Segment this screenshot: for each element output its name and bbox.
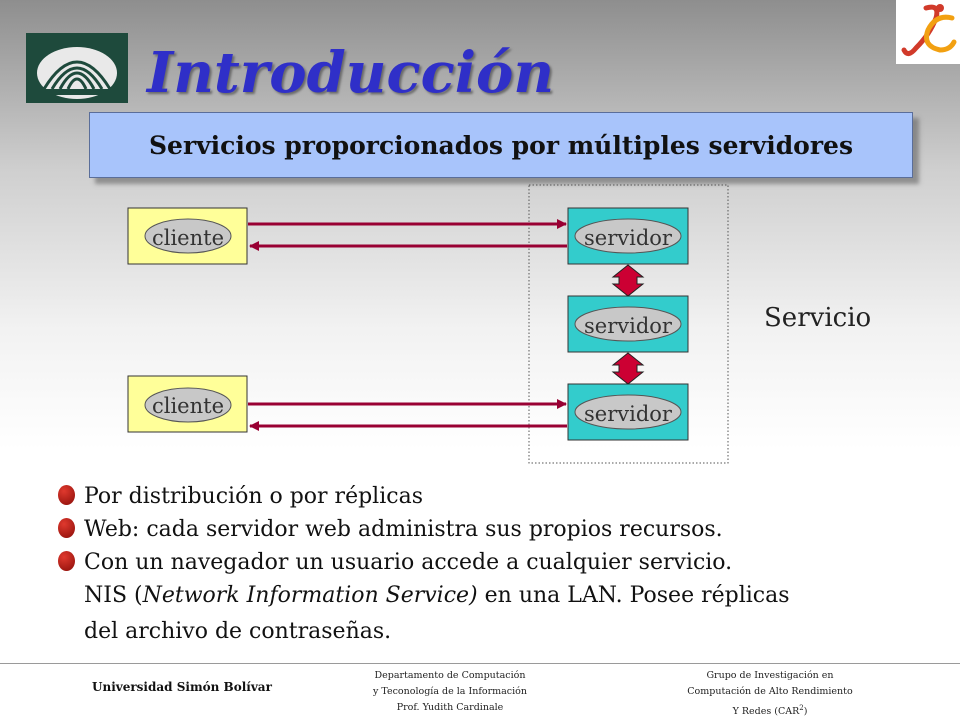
nis-suffix: en una LAN. Posee réplicas bbox=[477, 583, 790, 608]
footer-right-line: Grupo de Investigación en bbox=[706, 670, 834, 681]
usb-logo bbox=[26, 33, 128, 103]
bullet-item: Web: cada servidor web administra sus pr… bbox=[58, 513, 918, 546]
service-group-border bbox=[528, 184, 729, 464]
bullet-item: Por distribución o por réplicas bbox=[58, 480, 918, 513]
replication-arrow bbox=[611, 264, 645, 297]
footer-right-end: ) bbox=[803, 706, 808, 718]
bullet-text: Por distribución o por réplicas bbox=[84, 484, 423, 509]
server-node: servidor bbox=[567, 295, 689, 353]
bullet-item: Con un navegador un usuario accede a cua… bbox=[58, 546, 918, 579]
footer-right-line: Y Redes (CAR2) bbox=[660, 700, 880, 720]
footer-department: Departamento de Computación y Teconologí… bbox=[340, 668, 560, 716]
bullet-text: Con un navegador un usuario accede a cua… bbox=[84, 550, 733, 575]
footer-divider bbox=[0, 663, 960, 664]
nis-prefix: NIS ( bbox=[84, 583, 143, 608]
service-label: Servicio bbox=[764, 303, 872, 333]
replication-arrow bbox=[611, 352, 645, 385]
bullet-dot-icon bbox=[58, 485, 75, 505]
page-title: Introducción bbox=[147, 40, 555, 106]
bullet-continuation: NIS (Network Information Service) en una… bbox=[58, 579, 918, 612]
gic-logo bbox=[896, 0, 960, 64]
server-label: servidor bbox=[584, 402, 673, 426]
server-label: servidor bbox=[584, 226, 673, 250]
bullet-dot-icon bbox=[58, 551, 75, 571]
footer-mid-line: y Teconología de la Información bbox=[372, 686, 527, 697]
bullet-dot-icon bbox=[58, 518, 75, 538]
subtitle-banner: Servicios proporcionados por múltiples s… bbox=[89, 112, 913, 178]
nis-line2: del archivo de contraseñas. bbox=[84, 619, 392, 644]
server-node: servidor bbox=[567, 207, 689, 265]
footer-group: Grupo de Investigación en Computación de… bbox=[660, 668, 880, 720]
footer-right-text: Y Redes (CAR bbox=[732, 706, 800, 718]
footer-mid-line: Prof. Yudith Cardinale bbox=[396, 702, 504, 713]
client-node: cliente bbox=[127, 207, 248, 265]
server-node: servidor bbox=[567, 383, 689, 441]
footer-right-line: Computación de Alto Rendimiento bbox=[687, 686, 853, 697]
bullet-list: Por distribución o por réplicas Web: cad… bbox=[58, 480, 918, 648]
footer-university: Universidad Simón Bolívar bbox=[92, 680, 272, 694]
client-label: cliente bbox=[152, 394, 224, 418]
footer-right-sup: 2 bbox=[799, 704, 804, 712]
subtitle-text: Servicios proporcionados por múltiples s… bbox=[148, 130, 854, 160]
nis-expansion: Network Information Service) bbox=[142, 583, 478, 608]
bullet-text: Web: cada servidor web administra sus pr… bbox=[84, 517, 723, 542]
footer-mid-line: Departamento de Computación bbox=[374, 670, 526, 681]
client-node: cliente bbox=[127, 375, 248, 433]
client-label: cliente bbox=[152, 226, 224, 250]
server-label: servidor bbox=[584, 314, 673, 338]
bullet-continuation: del archivo de contraseñas. bbox=[58, 615, 918, 648]
